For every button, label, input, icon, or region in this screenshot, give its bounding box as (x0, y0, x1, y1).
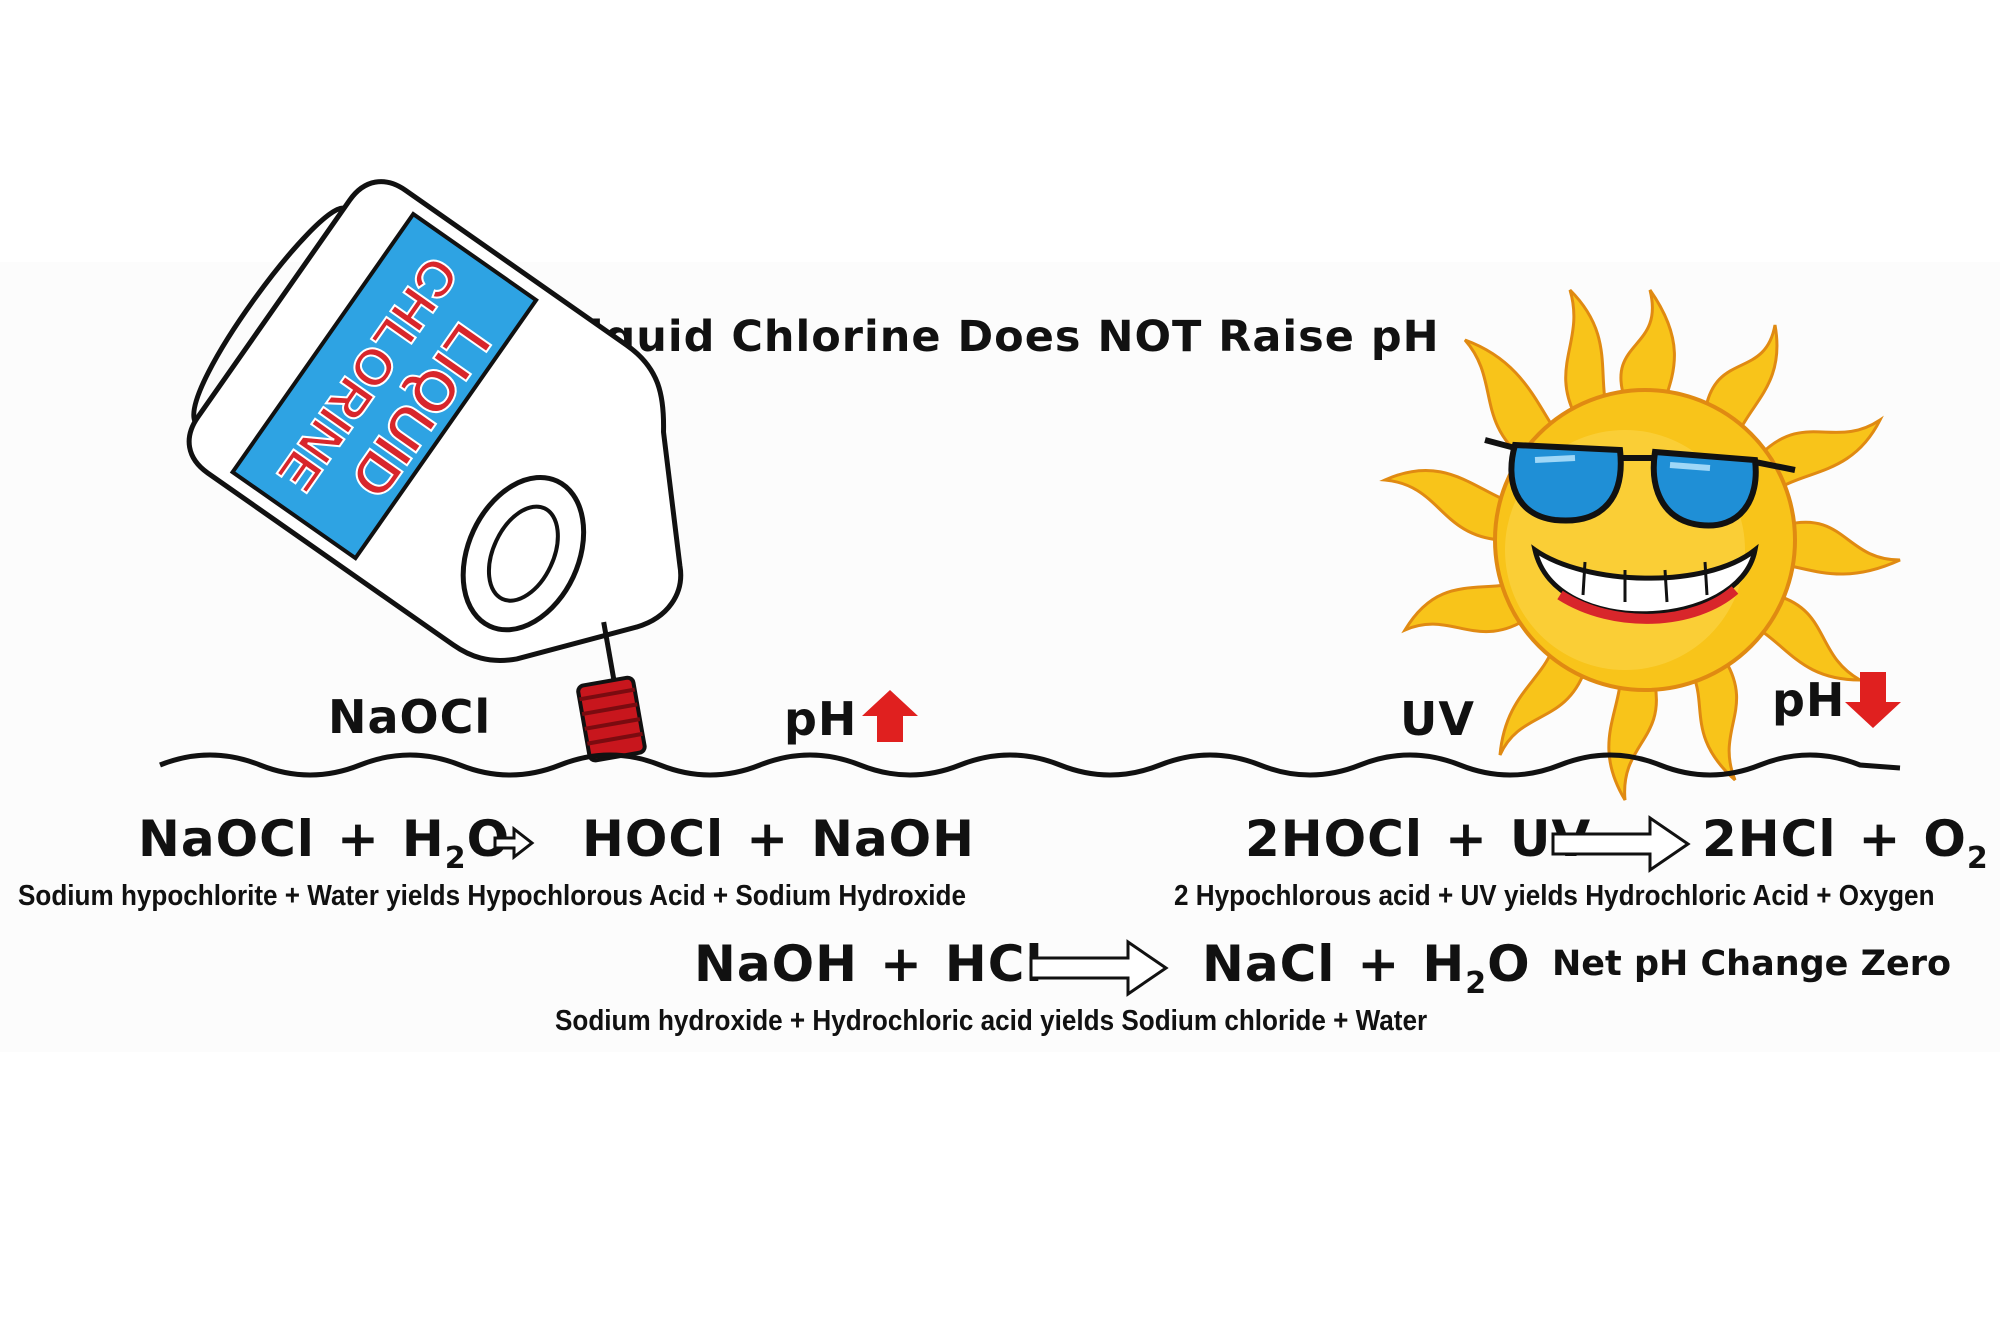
eq1-arrow-icon (493, 826, 535, 860)
label-naocl: NaOCl (328, 690, 492, 744)
ph-down-arrow-icon (1845, 672, 1901, 728)
eq2-arrow-icon (1551, 815, 1691, 873)
equation-1: NaOCl+H2O (138, 810, 510, 874)
eq3-product1: NaCl (1202, 935, 1336, 993)
eq1-reactant2-main: H (401, 810, 445, 868)
equation-1-description: Sodium hypochlorite + Water yields Hypoc… (18, 880, 966, 912)
diagram-title: Liquid Chlorine Does NOT Raise pH (560, 312, 1440, 362)
equation-3-products: NaCl + H2O (1202, 935, 1531, 999)
eq3-reactant2: HCl (944, 935, 1044, 993)
eq1-plus2: + (746, 810, 790, 868)
equation-2: 2HOCl+UV (1245, 810, 1591, 868)
eq3-reactant1: NaOH (694, 935, 858, 993)
water-surface-wave (159, 752, 1901, 778)
label-ph-down: pH (1772, 673, 1846, 727)
eq3-plus1: + (879, 935, 923, 993)
eq3-plus2: + (1357, 935, 1401, 993)
eq3-product2-sub: 2 (1465, 966, 1488, 1001)
label-ph-up: pH (784, 692, 858, 746)
net-ph-change-note: Net pH Change Zero (1552, 944, 1952, 984)
sun-with-sunglasses-icon (1379, 288, 1901, 801)
eq2-plus2: + (1858, 810, 1902, 868)
eq2-product2-main: O (1923, 810, 1967, 868)
eq1-product1: HOCl (582, 810, 725, 868)
equation-2-products: 2HCl + O2 (1702, 810, 1989, 874)
eq2-product2-sub: 2 (1966, 841, 1989, 876)
eq2-reactant1: 2HOCl (1245, 810, 1423, 868)
equation-3-description: Sodium hydroxide + Hydrochloric acid yie… (555, 1005, 1428, 1037)
eq1-product2: NaOH (811, 810, 976, 868)
ph-up-arrow-icon (862, 690, 918, 742)
eq2-plus1: + (1444, 810, 1488, 868)
eq1-reactant2-sub: 2 (444, 841, 467, 876)
liquid-chlorine-bottle-icon: LIQUID CHLORINE (186, 179, 684, 763)
equation-3: NaOH + HCl (694, 935, 1044, 993)
eq3-arrow-icon (1029, 939, 1169, 997)
eq2-product1: 2HCl (1702, 810, 1837, 868)
eq3-product2-main: H (1422, 935, 1466, 993)
equation-1-products: HOCl + NaOH (582, 810, 975, 868)
eq1-plus1: + (336, 810, 380, 868)
label-uv: UV (1400, 692, 1475, 746)
equation-2-description: 2 Hypochlorous acid + UV yields Hydrochl… (1174, 880, 1935, 912)
eq1-reactant1: NaOCl (138, 810, 315, 868)
eq3-product2-tail: O (1487, 935, 1531, 993)
